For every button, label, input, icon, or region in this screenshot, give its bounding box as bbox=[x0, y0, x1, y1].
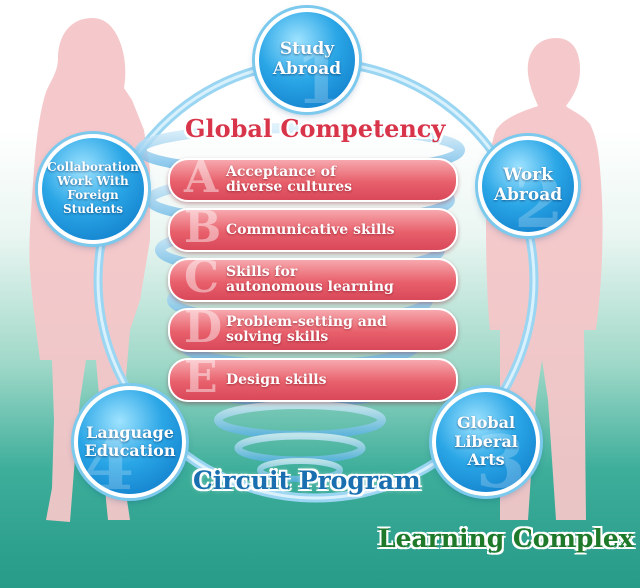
node-language-education: 4 Language Education bbox=[74, 386, 186, 498]
node-label: Study Abroad bbox=[272, 39, 342, 79]
competency-bar-e: E Design skills bbox=[168, 358, 458, 402]
competency-label: Acceptance of diverse cultures bbox=[226, 164, 353, 195]
node-label: Language Education bbox=[84, 422, 176, 460]
competency-bar-b: B Communicative skills bbox=[168, 208, 458, 252]
competency-label: Communicative skills bbox=[226, 221, 395, 238]
node-number: 2 bbox=[513, 159, 564, 236]
node-label: Work Abroad bbox=[493, 165, 563, 205]
competency-label: Design skills bbox=[226, 371, 327, 388]
competency-letter: D bbox=[184, 308, 223, 352]
global-competency-title: Global Competency bbox=[185, 114, 446, 143]
learning-complex-title: Learning Complex bbox=[378, 524, 634, 553]
competency-bar-d: D Problem-setting and solving skills bbox=[168, 308, 458, 352]
node-label: Global Liberal Arts bbox=[454, 413, 518, 470]
competency-letter: E bbox=[184, 358, 218, 402]
node-collaboration: Collaboration Work With Foreign Students bbox=[38, 134, 148, 244]
node-global-liberal-arts: 3 Global Liberal Arts bbox=[432, 388, 540, 496]
node-label: Collaboration Work With Foreign Students bbox=[47, 160, 139, 216]
competency-letter: C bbox=[184, 258, 220, 302]
node-number: 3 bbox=[475, 419, 526, 496]
node-study-abroad: 1 Study Abroad bbox=[255, 8, 359, 112]
node-number: 1 bbox=[294, 35, 345, 112]
competency-letter: B bbox=[184, 208, 222, 252]
node-work-abroad: 2 Work Abroad bbox=[478, 136, 578, 236]
competency-bar-a: A Acceptance of diverse cultures bbox=[168, 158, 458, 202]
competency-label: Skills for autonomous learning bbox=[226, 264, 394, 295]
competency-letter: A bbox=[184, 158, 219, 202]
circuit-program-title: Circuit Program bbox=[193, 466, 421, 495]
competency-bar-c: C Skills for autonomous learning bbox=[168, 258, 458, 302]
competency-label: Problem-setting and solving skills bbox=[226, 314, 387, 345]
node-number: 4 bbox=[84, 421, 135, 498]
